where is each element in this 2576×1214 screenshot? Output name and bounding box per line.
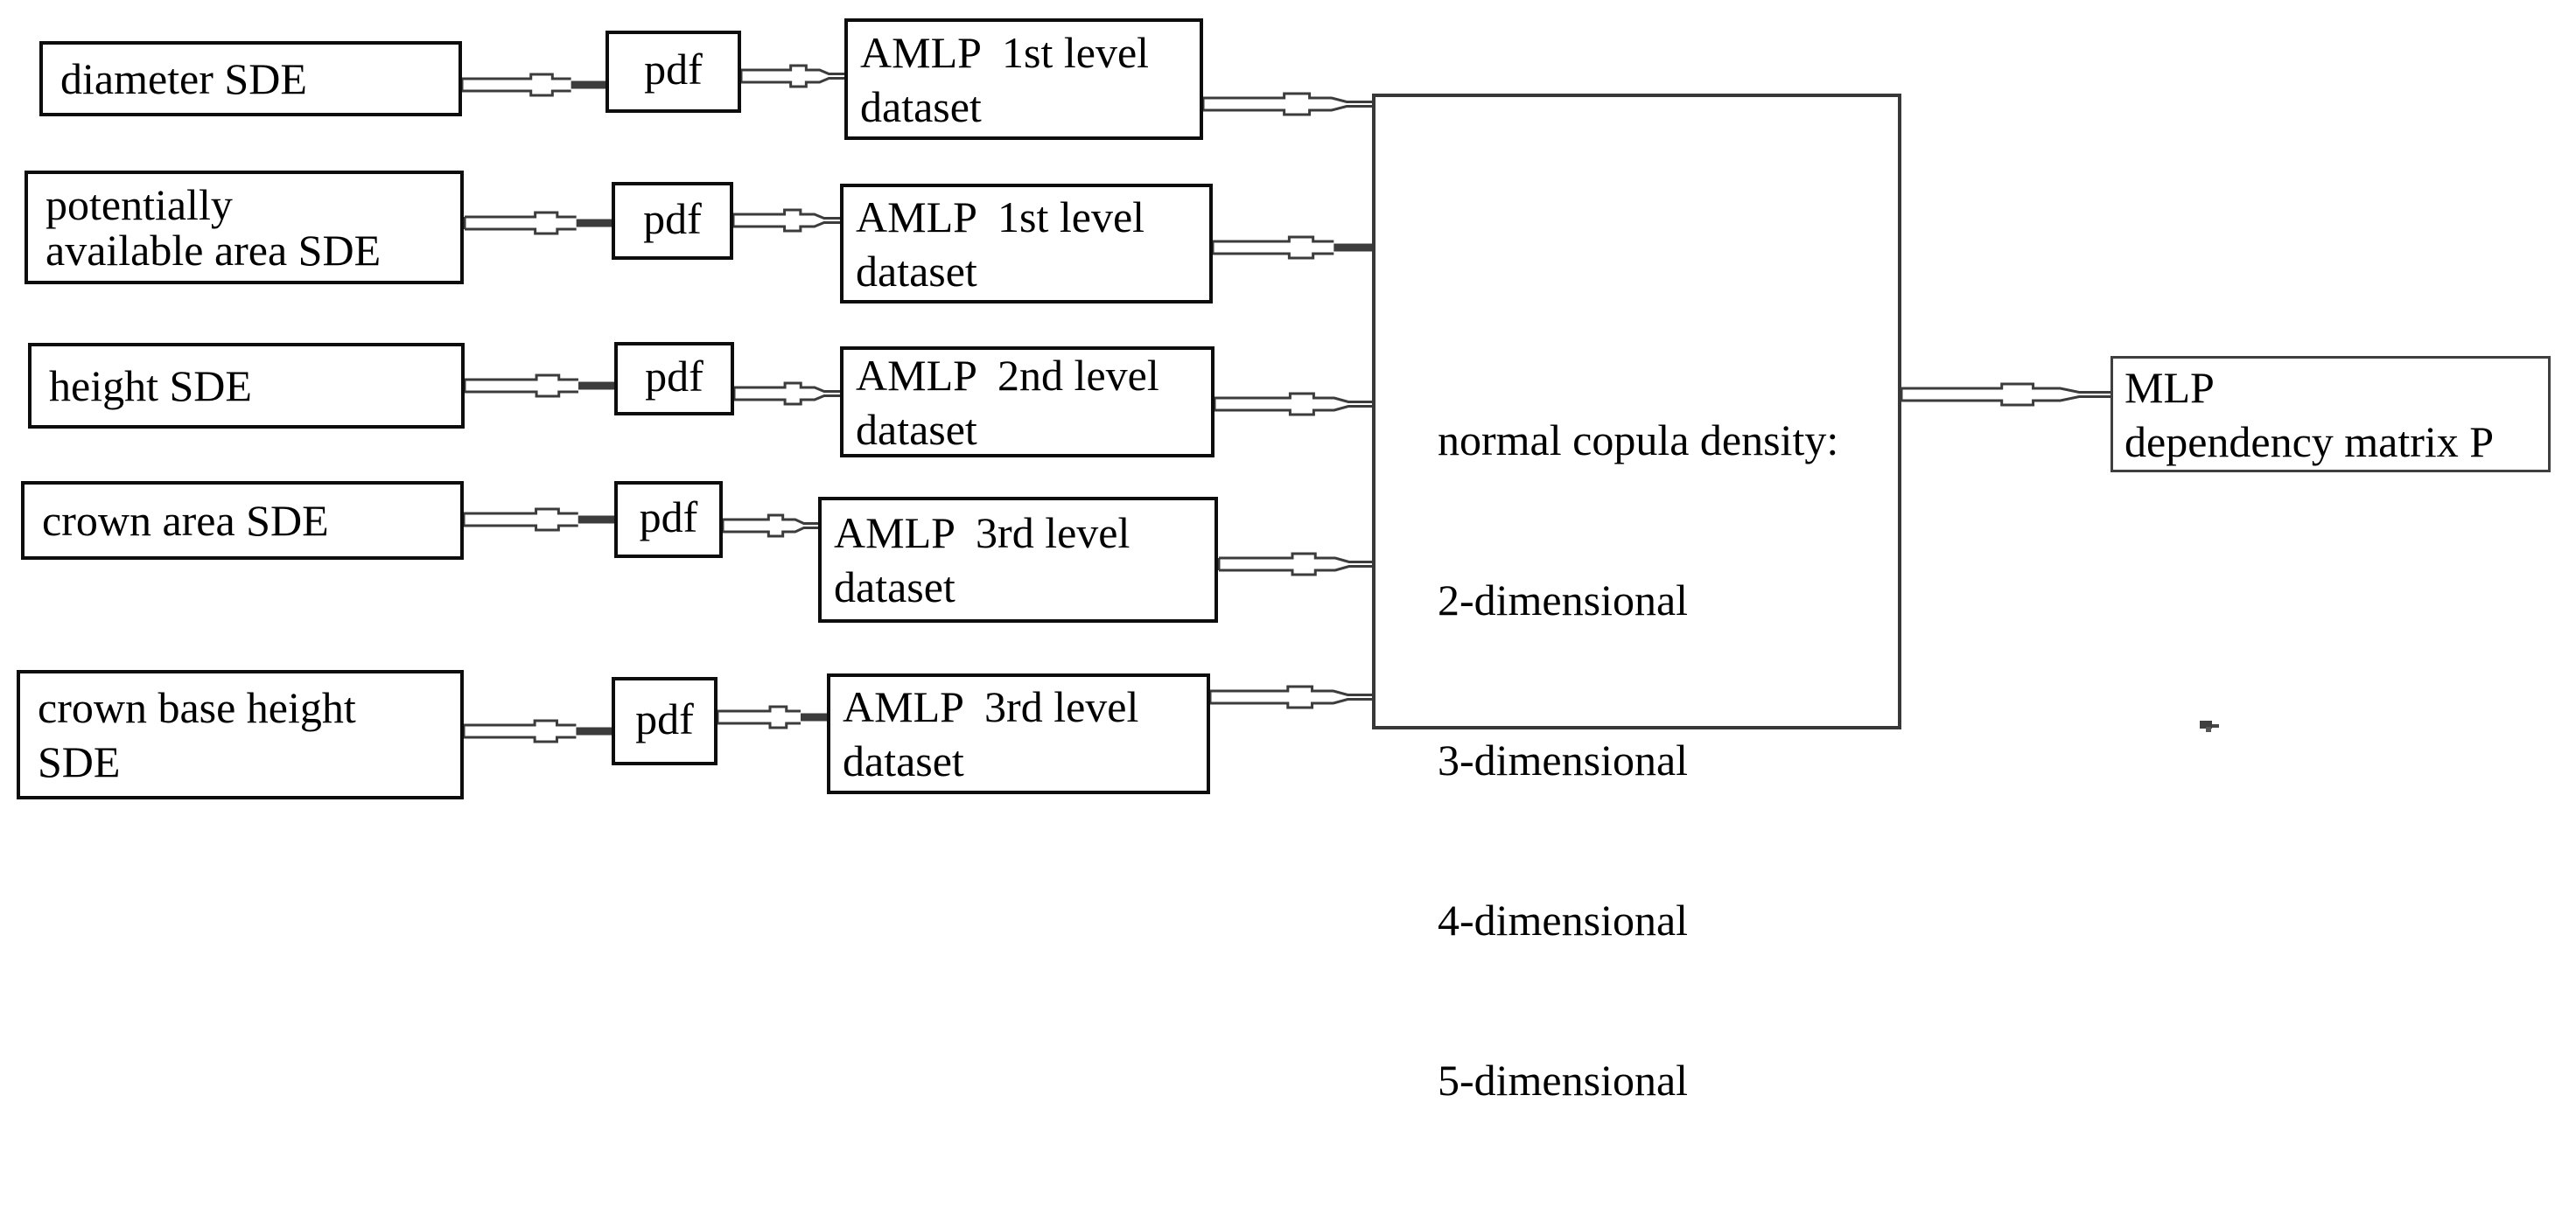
flow-arrow-segment	[465, 373, 578, 381]
artifact-mark	[2212, 724, 2219, 728]
copula-item-2d: 2-dimensional	[1438, 576, 1689, 624]
pdf-box-2: pdf	[612, 182, 733, 260]
pdf-box-1: pdf	[606, 31, 741, 113]
pdf-label-5: pdf	[635, 694, 694, 743]
flow-arrow-segment	[741, 77, 844, 88]
flow-arrow-segment	[462, 73, 571, 80]
amlp-2nd-level-dataset-box: AMLP 2nd level dataset	[840, 346, 1214, 457]
flow-arrow-segment	[464, 524, 578, 532]
amlp-3-label-line2: dataset	[856, 404, 977, 454]
flow-arrow-segment	[1901, 382, 2110, 394]
mlp-label-line2: dependency matrix P	[2124, 417, 2495, 466]
amlp-3rd-level-dataset-box-1: AMLP 3rd level dataset	[818, 497, 1218, 623]
flow-arrow-segment	[465, 390, 578, 398]
amlp-1-label-line2: dataset	[860, 81, 982, 131]
crown-base-height-sde-box: crown base height SDE	[17, 670, 464, 799]
pdf-label-4: pdf	[639, 492, 698, 541]
amlp-4-label-line1: AMLP 3rd level	[834, 508, 1130, 557]
amlp-3rd-level-dataset-box-2: AMLP 3rd level dataset	[827, 673, 1210, 794]
crown-area-sde-box: crown area SDE	[21, 481, 464, 560]
flow-arrow-segment	[718, 705, 801, 713]
copula-density-text: normal copula density: 2-dimensional 3-d…	[1438, 307, 1838, 1214]
flow-arrow-segment	[1213, 252, 1334, 260]
flow-arrow-segment	[1213, 235, 1334, 243]
amlp-1st-level-dataset-box-1: AMLP 1st level dataset	[844, 18, 1203, 140]
artifact-mark	[2206, 727, 2211, 732]
flow-arrow-segment	[465, 211, 577, 219]
amlp-3-label-line1: AMLP 2nd level	[856, 350, 1159, 400]
amlp-1st-level-dataset-box-2: AMLP 1st level dataset	[840, 184, 1213, 304]
flow-arrow-segment	[464, 736, 577, 743]
flow-arrow-segment	[733, 208, 840, 220]
amlp-2-label-line1: AMLP 1st level	[856, 192, 1145, 241]
flow-arrow-segment	[1203, 92, 1372, 103]
amlp-4-label-line2: dataset	[834, 562, 956, 611]
flow-arrow-segment	[1214, 405, 1372, 416]
copula-item-4d: 4-dimensional	[1438, 896, 1689, 945]
flow-diagram-page: { "diagram": { "background_color": "#fff…	[17, 18, 2551, 1105]
pdf-label-1: pdf	[644, 45, 703, 94]
height-sde-box: height SDE	[28, 343, 465, 429]
flow-arrow-segment	[718, 722, 801, 729]
cbh-sde-label-line1: crown base height	[38, 683, 356, 732]
flow-arrow-segment	[734, 394, 840, 406]
pdf-label-2: pdf	[643, 193, 702, 243]
copula-item-3d: 3-dimensional	[1438, 736, 1689, 785]
cbh-sde-label-line2: SDE	[38, 737, 121, 786]
pa-area-sde-label-line1: potentially	[46, 180, 233, 229]
artifact-mark	[2200, 721, 2212, 729]
flow-arrow-segment	[1219, 552, 1372, 563]
flow-arrow-segment	[741, 64, 844, 75]
flow-arrow-segment	[1210, 685, 1372, 696]
flow-arrow-segment	[723, 527, 818, 538]
flow-arrow-segment	[1214, 392, 1372, 403]
copula-density-box: normal copula density: 2-dimensional 3-d…	[1372, 94, 1901, 1105]
crown-area-sde-label: crown area SDE	[42, 496, 329, 545]
flow-arrows-layer	[460, 64, 2219, 743]
flow-arrow-segment	[723, 513, 818, 525]
flow-arrow-segment	[1210, 698, 1372, 709]
pdf-box-4: pdf	[614, 481, 723, 558]
amlp-1-label-line1: AMLP 1st level	[860, 27, 1150, 77]
mlp-label-line1: MLP	[2124, 363, 2215, 412]
amlp-5-label-line1: AMLP 3rd level	[843, 682, 1139, 731]
flow-arrow-segment	[734, 381, 840, 393]
diameter-sde-label: diameter SDE	[60, 54, 307, 103]
flow-arrow-segment	[733, 221, 840, 233]
pa-area-sde-label-line2: available area SDE	[46, 226, 382, 275]
flow-arrow-segment	[464, 719, 577, 727]
flow-arrow-segment	[1203, 105, 1372, 116]
pdf-box-3: pdf	[614, 342, 734, 415]
pdf-box-5: pdf	[612, 677, 718, 765]
mlp-dependency-matrix-box: MLP dependency matrix P	[2110, 356, 2551, 472]
amlp-5-label-line2: dataset	[843, 736, 964, 785]
copula-title: normal copula density:	[1438, 415, 1839, 464]
flow-arrow-segment	[462, 89, 571, 97]
height-sde-label: height SDE	[49, 361, 252, 410]
copula-item-5d: 5-dimensional	[1438, 1056, 1689, 1105]
diameter-sde-box: diameter SDE	[39, 41, 462, 116]
pdf-label-3: pdf	[645, 352, 704, 401]
flow-arrow-segment	[464, 507, 578, 515]
flow-arrow-segment	[1219, 565, 1372, 576]
flow-arrow-segment	[465, 227, 577, 235]
amlp-2-label-line2: dataset	[856, 246, 977, 296]
flow-arrow-segment	[1901, 395, 2110, 407]
potentially-available-area-sde-box: potentially available area SDE	[24, 171, 464, 284]
